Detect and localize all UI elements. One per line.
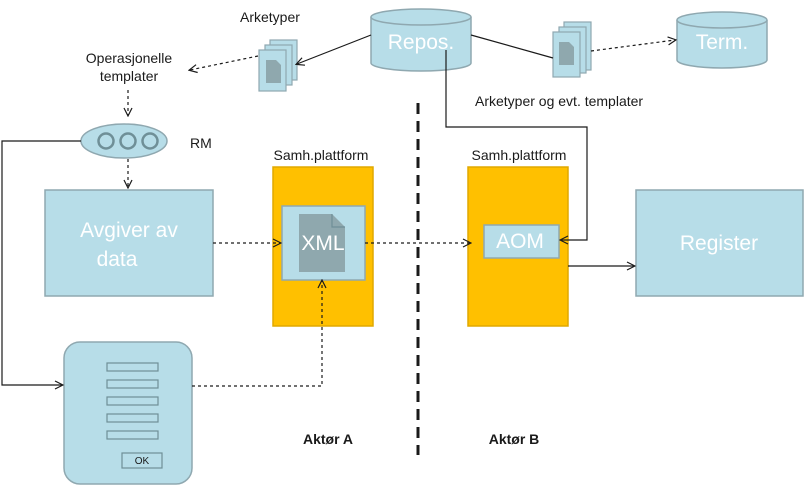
register-label: Register (680, 232, 758, 255)
repos-to-documents-line (470, 34, 554, 59)
rm-reference-model[interactable] (80, 123, 168, 159)
rm-to-form-arrow (1, 140, 81, 385)
form-device[interactable]: OK (63, 341, 193, 485)
arketyper-documents-icon (258, 39, 298, 92)
form-field[interactable] (106, 379, 159, 389)
templater-documents-icon (552, 21, 592, 78)
ok-button-label: OK (135, 456, 150, 467)
ok-button[interactable]: OK (121, 452, 163, 469)
samh-a-label: Samh.plattform (274, 147, 369, 163)
avgiver-label-line2: data (97, 248, 138, 271)
arketyper-og-templater-label: Arketyper og evt. templater (475, 93, 643, 109)
aktor-b-label: Aktør B (489, 431, 540, 447)
samh-b-label: Samh.plattform (472, 147, 567, 163)
rm-label: RM (190, 135, 212, 151)
repos-database[interactable]: Repos. (370, 8, 472, 72)
samhandlingsplattform-b[interactable]: AOM (467, 166, 569, 327)
arketyper-to-operasjonelle-arrow (190, 55, 259, 70)
avgiver-label-line1: Avgiver av (80, 219, 178, 242)
xml-label: XML (301, 232, 344, 255)
xml-document-icon (299, 214, 345, 272)
operasjonelle-label-line2: templater (100, 68, 159, 84)
term-database[interactable]: Term. (676, 11, 768, 69)
register-box[interactable]: Register (635, 189, 804, 297)
form-field[interactable] (106, 430, 159, 440)
form-field[interactable] (106, 362, 159, 372)
term-label: Term. (696, 31, 749, 54)
form-to-xml-arrow (192, 281, 322, 387)
aktor-a-label: Aktør A (303, 431, 353, 447)
documents-to-term-arrow (590, 40, 675, 52)
arketyper-label: Arketyper (240, 9, 300, 25)
repos-to-arketyper-arrow (297, 34, 372, 64)
samhandlingsplattform-a[interactable]: XML (272, 166, 374, 327)
form-field[interactable] (106, 413, 159, 423)
repos-to-aom-arrow (445, 50, 588, 240)
avgiver-av-data-box[interactable]: Avgiver av data (44, 189, 214, 297)
form-field[interactable] (106, 396, 159, 406)
operasjonelle-label-line1: Operasjonelle (86, 50, 173, 66)
aom-label: AOM (496, 230, 544, 253)
repos-label: Repos. (388, 31, 455, 54)
